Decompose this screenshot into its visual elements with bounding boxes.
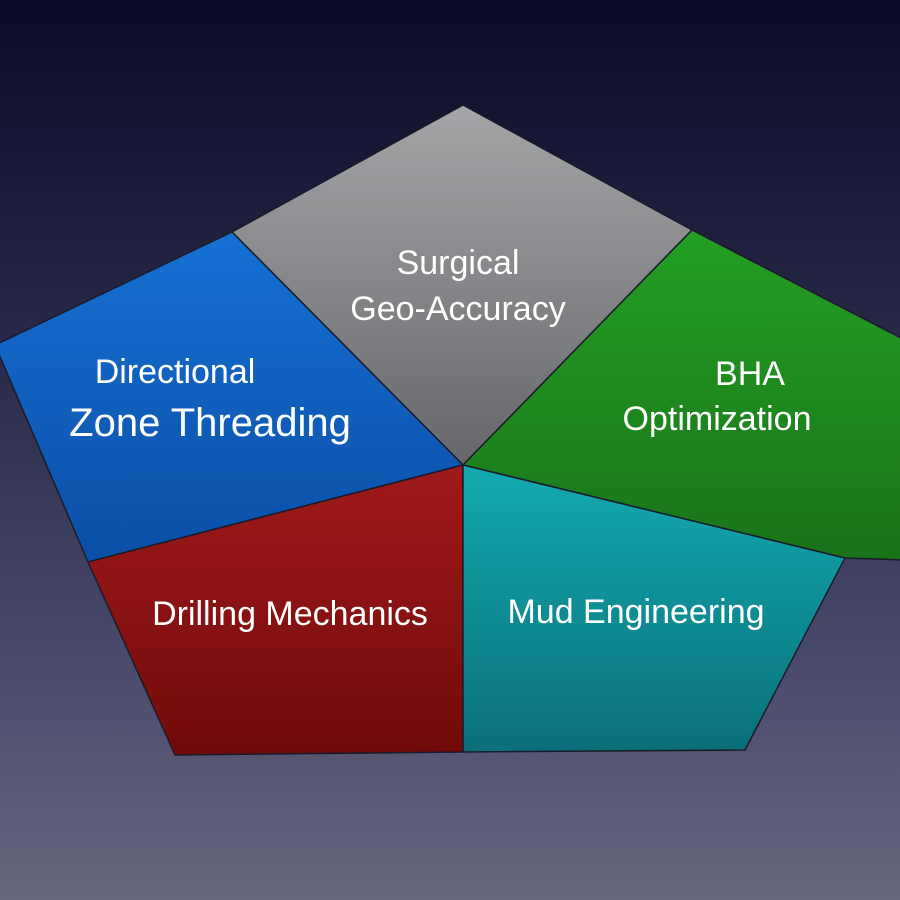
label-green-line2: Optimization	[623, 400, 812, 438]
label-gray-line1: Surgical	[397, 244, 520, 282]
label-blue-line2: Zone Threading	[69, 401, 351, 445]
label-green-line1: BHA	[715, 355, 785, 393]
label-blue-line1: Directional	[95, 353, 256, 391]
segment-green	[462, 229, 900, 561]
label-gray-line2: Geo-Accuracy	[350, 290, 565, 328]
label-teal: Mud Engineering	[507, 593, 764, 631]
segment-teal	[462, 464, 846, 753]
label-red: Drilling Mechanics	[152, 595, 428, 633]
